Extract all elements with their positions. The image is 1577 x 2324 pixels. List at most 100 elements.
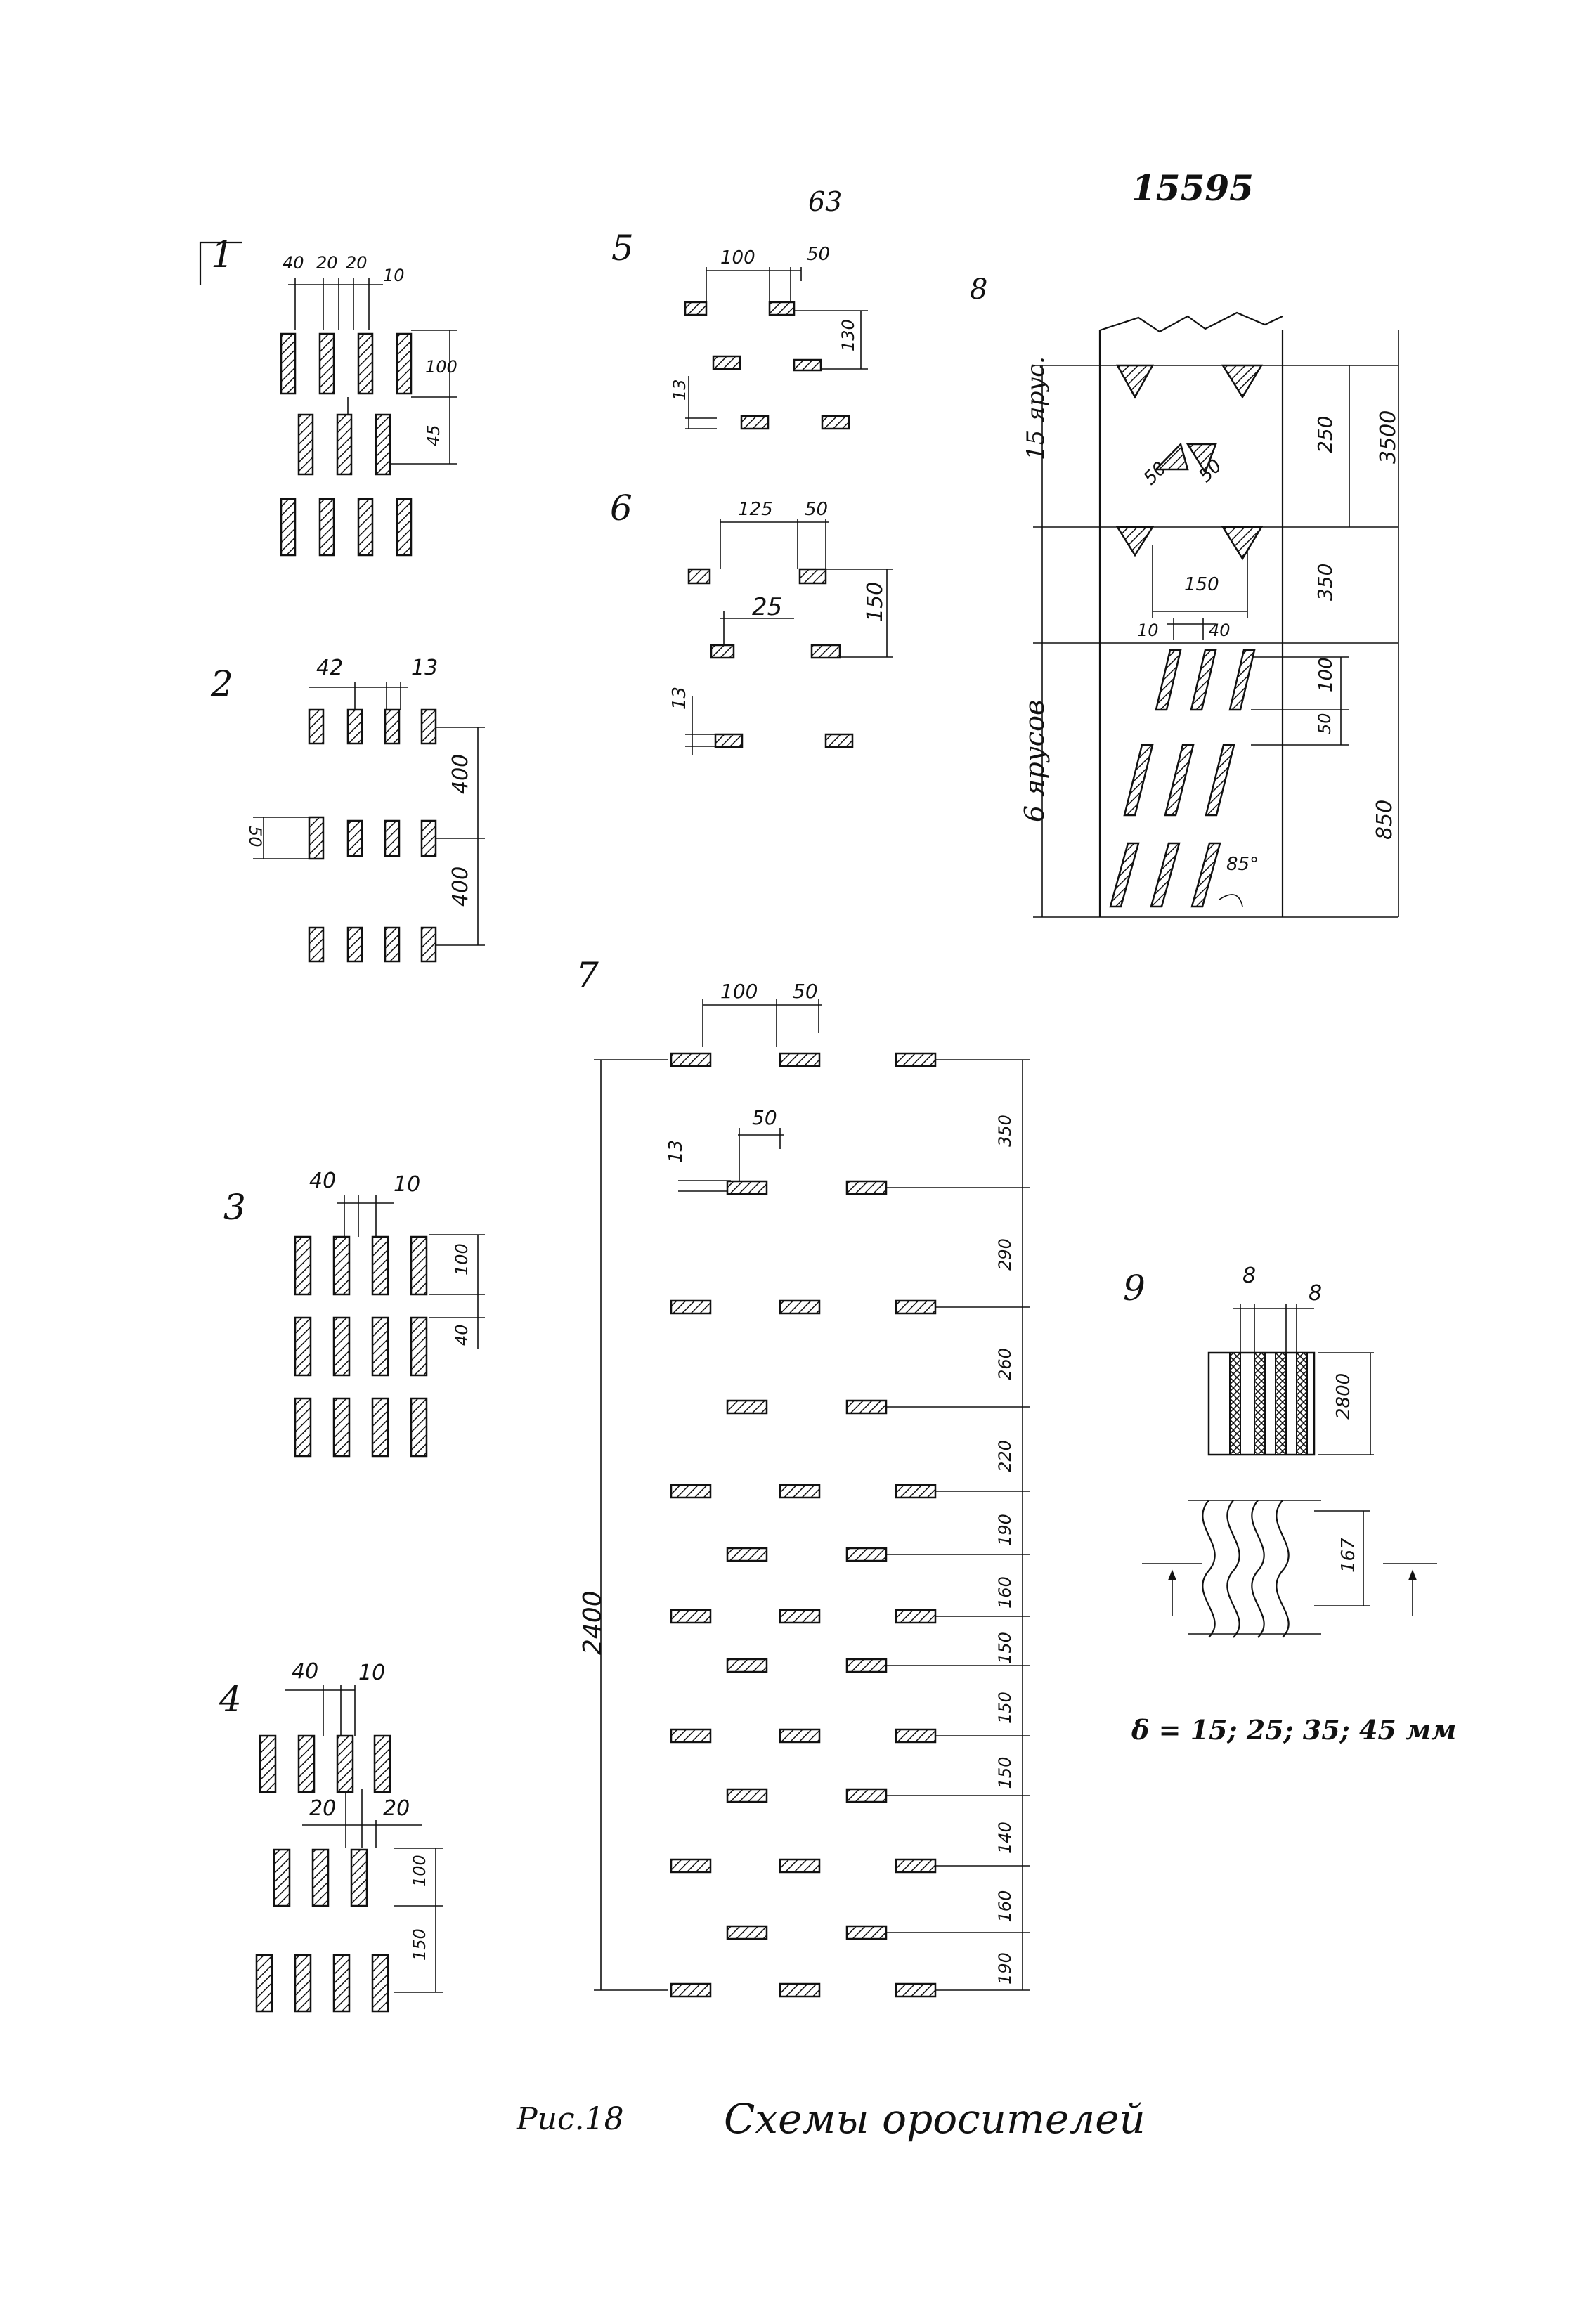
scheme-7-strip	[779, 1609, 821, 1624]
scheme-7-spacing-label: 160	[995, 1890, 1015, 1923]
scheme-7-strip	[895, 1728, 937, 1744]
scheme-8: 8 15 ярус. 6 ярусов 250 3500 350 150 50 …	[970, 273, 1401, 918]
scheme-2-dim-42: 42	[316, 656, 343, 680]
scheme-4-dim-150: 150	[410, 1928, 429, 1961]
page-number: 63	[808, 186, 842, 217]
scheme-1-dim-20b: 20	[346, 253, 368, 273]
scheme-4-dim-10: 10	[358, 1661, 385, 1685]
scheme-7-strip	[895, 1982, 937, 1998]
scheme-6: 6 125 50 25 150 13	[610, 488, 893, 755]
scheme-5-number: 5	[611, 228, 634, 268]
scheme-5: 5 100 50 130 13	[611, 228, 868, 430]
scheme-7-strip	[895, 1609, 937, 1624]
scheme-1-number: 1	[211, 234, 234, 276]
scheme-8-tier-lower: 6 ярусов	[1019, 700, 1050, 822]
scheme-4-dim-20b: 20	[383, 1796, 410, 1821]
scheme-8-dim-100: 100	[1316, 657, 1337, 692]
scheme-7-spacing-label: 290	[995, 1238, 1015, 1271]
scheme-2-dim-400a: 400	[448, 754, 473, 794]
scheme-7-spacing-label: 260	[995, 1348, 1015, 1380]
scheme-4-dim-40: 40	[292, 1659, 318, 1684]
scheme-2-dim-50: 50	[245, 826, 265, 848]
scheme-7-spacing-label: 350	[995, 1115, 1015, 1147]
scheme-7-spacing-label: 220	[995, 1440, 1015, 1472]
scheme-8-dim-250: 250	[1313, 416, 1337, 453]
scheme-7-dim-50mid: 50	[752, 1106, 777, 1129]
scheme-6-dim-125: 125	[738, 499, 773, 520]
scheme-7-spacing-label: 150	[995, 1757, 1015, 1789]
figure-number: Рис.18	[516, 2101, 624, 2137]
scheme-8-dim-40: 40	[1209, 621, 1231, 640]
scheme-9-dim-167: 167	[1338, 1538, 1359, 1573]
scheme-7: 7 100 50 50 13 2400 35029026022019016015…	[576, 955, 1030, 1998]
scheme-4: 4 40 10 20 20 100 150	[219, 1659, 443, 2013]
scheme-8-dim-350: 350	[1313, 564, 1337, 601]
scheme-1: 1 40 20 20 10 100 45	[199, 234, 457, 557]
scheme-7-strip	[845, 1180, 888, 1195]
scheme-3: 3 40 10 100 40	[223, 1169, 485, 1458]
scheme-2: 2 42 13 400 400 50	[210, 656, 485, 963]
scheme-3-dim-100: 100	[452, 1243, 472, 1275]
scheme-7-strip	[845, 1788, 888, 1803]
scheme-7-strip	[845, 1658, 888, 1673]
scheme-7-strip	[845, 1399, 888, 1415]
scheme-7-spacing-label: 160	[995, 1576, 1015, 1609]
scheme-4-number: 4	[219, 1679, 242, 1720]
scheme-6-dim-25: 25	[752, 593, 782, 621]
scheme-5-dim-13: 13	[670, 379, 689, 401]
scheme-7-strip	[726, 1658, 768, 1673]
scheme-3-number: 3	[223, 1187, 246, 1228]
scheme-7-dim-50top: 50	[793, 980, 818, 1003]
scheme-3-dim-40v: 40	[452, 1324, 472, 1346]
scheme-4-dim-100: 100	[410, 1855, 429, 1887]
scheme-7-strip	[670, 1484, 712, 1499]
scheme-8-dim-50c: 50	[1315, 713, 1335, 734]
scheme-5-dim-50: 50	[807, 244, 830, 265]
scheme-7-spacing-label: 190	[995, 1952, 1015, 1985]
scheme-9-dim-8b: 8	[1309, 1281, 1322, 1306]
scheme-7-strip	[895, 1052, 937, 1067]
scheme-7-strip	[670, 1609, 712, 1624]
sheet-code: 15595	[1131, 167, 1254, 209]
scheme-7-strip	[726, 1399, 768, 1415]
scheme-9: 9 8 8 2800 167 δ	[1123, 1264, 1456, 1746]
scheme-7-strip	[895, 1299, 937, 1315]
scheme-2-dim-400b: 400	[448, 866, 473, 907]
scheme-6-dim-13: 13	[669, 687, 690, 710]
scheme-7-strip	[670, 1982, 712, 1998]
scheme-7-spacing-label: 140	[995, 1822, 1015, 1854]
scheme-7-strip	[670, 1858, 712, 1874]
scheme-7-strip	[726, 1180, 768, 1195]
scheme-3-dim-10: 10	[394, 1172, 420, 1197]
scheme-7-strip	[779, 1728, 821, 1744]
scheme-7-strip	[845, 1925, 888, 1940]
scheme-9-number: 9	[1123, 1268, 1146, 1309]
figure-title: Схемы оросителей	[724, 2095, 1146, 2143]
scheme-6-number: 6	[610, 488, 632, 528]
scheme-1-dim-45: 45	[424, 424, 443, 446]
scheme-7-strip	[779, 1299, 821, 1315]
scheme-7-dim-2400: 2400	[578, 1590, 607, 1655]
scheme-5-dim-100: 100	[720, 247, 755, 268]
scheme-2-dim-13: 13	[411, 656, 438, 680]
scheme-1-dim-10: 10	[383, 266, 405, 285]
scheme-7-strip	[895, 1858, 937, 1874]
scheme-7-strip	[779, 1982, 821, 1998]
scheme-9-formula: δ = 15; 25; 35; 45 мм	[1131, 1714, 1456, 1746]
scheme-7-strip	[670, 1728, 712, 1744]
scheme-8-tier-upper: 15 ярус.	[1022, 356, 1050, 460]
scheme-6-dim-50: 50	[805, 499, 828, 520]
scheme-7-strip	[726, 1547, 768, 1562]
scheme-7-strip	[779, 1484, 821, 1499]
scheme-1-dim-100: 100	[425, 357, 457, 377]
scheme-8-angle: 85°	[1226, 854, 1259, 875]
scheme-6-dim-150: 150	[863, 582, 888, 622]
scheme-9-dim-8a: 8	[1242, 1264, 1256, 1288]
scheme-8-number: 8	[970, 273, 987, 306]
scheme-8-dim-850: 850	[1372, 800, 1397, 840]
scheme-7-strip	[779, 1858, 821, 1874]
scheme-7-strip	[845, 1547, 888, 1562]
scheme-8-dim-10: 10	[1137, 621, 1159, 640]
